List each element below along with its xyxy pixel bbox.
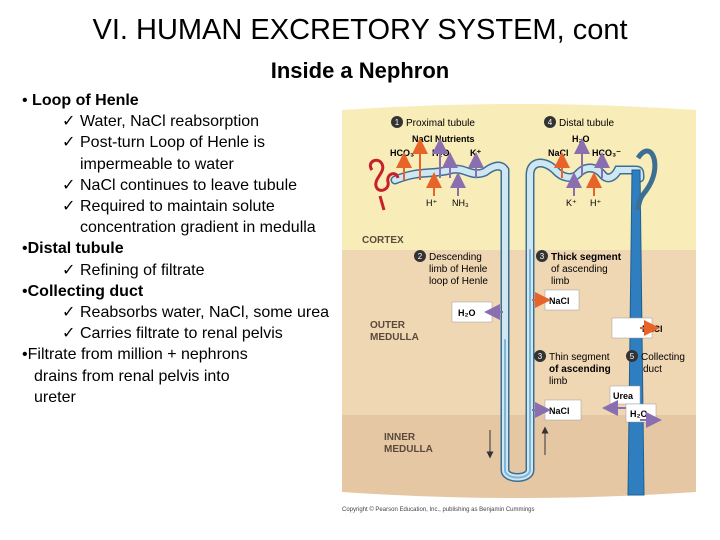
sub-bullet-text: Refining of filtrate: [80, 261, 205, 279]
sub-bullet: ✓Post-turn Loop of Henle is impermeable …: [22, 132, 332, 174]
sub-bullet-text: Post-turn Loop of Henle is impermeable t…: [80, 134, 265, 173]
check-icon: ✓: [62, 176, 76, 194]
solute-label: Urea: [613, 391, 634, 401]
step-number-badge: [536, 250, 548, 262]
region-inner-medulla-2: MEDULLA: [384, 444, 433, 455]
solute-label: K⁺: [566, 198, 577, 208]
step-number: 5: [630, 352, 635, 361]
bullet-collecting-duct: •Collecting duct: [22, 282, 144, 300]
bullet-filtrate-line1: Filtrate from million + nephrons: [27, 346, 248, 364]
step-number: 1: [395, 118, 400, 127]
step-number: 2: [418, 252, 423, 261]
glomerulus-icon: [368, 158, 400, 211]
label-descending-limb-2: limb of Henle: [429, 264, 488, 275]
solute-label: HCO₃⁻: [592, 148, 621, 158]
step-number: 4: [548, 118, 553, 127]
connecting-tubule: [635, 148, 658, 211]
check-icon: ✓: [62, 198, 76, 216]
solute-label: NaCl Nutrients: [412, 134, 475, 144]
bullet-filtrate-line3: ureter: [34, 388, 76, 406]
page-title: VI. HUMAN EXCRETORY SYSTEM, cont: [92, 14, 628, 46]
sub-bullet-text: NaCl continues to leave tubule: [80, 176, 298, 194]
solute-label: NH₃: [452, 198, 469, 208]
sub-bullet: ✓NaCl continues to leave tubule: [22, 175, 332, 196]
step-number: 3: [538, 352, 543, 361]
sub-bullet: ✓Refining of filtrate: [22, 260, 332, 281]
solute-box: [609, 385, 641, 405]
solute-label: NaCl: [549, 406, 570, 416]
bullet-filtrate: •Filtrate from million + nephrons: [22, 346, 248, 364]
region-inner-medulla: INNER: [384, 432, 416, 443]
region-cortex: CORTEX: [362, 235, 404, 246]
nephron-diagram: CORTEX OUTER MEDULLA INNER MEDULLA 1 Pro…: [342, 104, 696, 513]
bullet-list: • Loop of Henle ✓Water, NaCl reabsorptio…: [22, 90, 332, 408]
solute-label: H₂O: [630, 409, 648, 419]
nephron-tubule: [390, 158, 645, 482]
bullet-heading-collecting: Collecting duct: [27, 282, 144, 300]
sub-bullet: ✓Required to maintain solute concentrati…: [22, 196, 332, 238]
inner-medulla-region: [342, 415, 696, 498]
step-number: 3: [540, 252, 545, 261]
solute-label: HCO₃⁻: [390, 148, 419, 158]
label-thin-segment: Thin segment: [549, 352, 610, 363]
check-icon: ✓: [62, 261, 76, 279]
label-collecting-duct: Collecting: [641, 352, 685, 363]
label-distal-tubule: Distal tubule: [559, 118, 614, 129]
bullet-filtrate-line2: drains from renal pelvis into: [34, 367, 230, 385]
sub-bullet: ✓Carries filtrate to renal pelvis: [22, 323, 332, 344]
sub-bullet-text: Required to maintain solute concentratio…: [80, 198, 316, 237]
label-descending-limb: Descending: [429, 252, 482, 263]
bullet-distal-tubule: •Distal tubule: [22, 240, 124, 258]
step-number-badge: [391, 116, 403, 128]
sub-bullet: ✓Reabsorbs water, NaCl, some urea: [22, 302, 332, 323]
check-icon: ✓: [62, 113, 76, 131]
bullet-heading-distal: Distal tubule: [27, 240, 124, 258]
label-descending-limb-3: loop of Henle: [429, 276, 488, 287]
label-proximal-tubule: Proximal tubule: [406, 118, 475, 129]
sub-bullet-text: Water, NaCl reabsorption: [80, 113, 260, 131]
sub-bullet: ✓Water, NaCl reabsorption: [22, 111, 332, 132]
check-icon: ✓: [62, 134, 76, 152]
sub-bullet-text: Carries filtrate to renal pelvis: [80, 325, 283, 343]
solute-label: K⁺: [470, 148, 481, 158]
region-outer-medulla-2: MEDULLA: [370, 332, 419, 343]
bullet-loop-of-henle: • Loop of Henle: [22, 92, 139, 109]
region-outer-medulla: OUTER: [370, 320, 406, 331]
label-collecting-duct-2: duct: [643, 364, 662, 375]
solute-label: H₂O: [458, 308, 476, 318]
check-icon: ✓: [62, 304, 76, 322]
solute-label: H⁺: [426, 198, 437, 208]
page-subtitle: Inside a Nephron: [270, 58, 450, 83]
step-number-badge: [534, 350, 546, 362]
label-thin-segment-2: of ascending: [549, 364, 611, 375]
solute-label: H⁺: [590, 198, 601, 208]
label-thick-segment-3: limb: [551, 276, 570, 287]
label-thick-segment-2: of ascending: [551, 264, 608, 275]
step-number-badge: [626, 350, 638, 362]
step-number-badge: [544, 116, 556, 128]
cortex-region: [342, 104, 696, 250]
copyright-note: Copyright © Pearson Education, Inc., pub…: [342, 506, 535, 513]
solute-label: NaCl: [549, 296, 570, 306]
solute-label: NaCl: [548, 148, 569, 158]
sub-bullet-text: Reabsorbs water, NaCl, some urea: [80, 304, 329, 322]
label-thin-segment-3: limb: [549, 376, 568, 387]
solute-label: H₂O: [572, 134, 590, 144]
label-thick-segment: Thick segment: [551, 252, 622, 263]
step-number-badge: [414, 250, 426, 262]
check-icon: ✓: [62, 325, 76, 343]
bullet-heading-loop: Loop of Henle: [32, 92, 139, 109]
